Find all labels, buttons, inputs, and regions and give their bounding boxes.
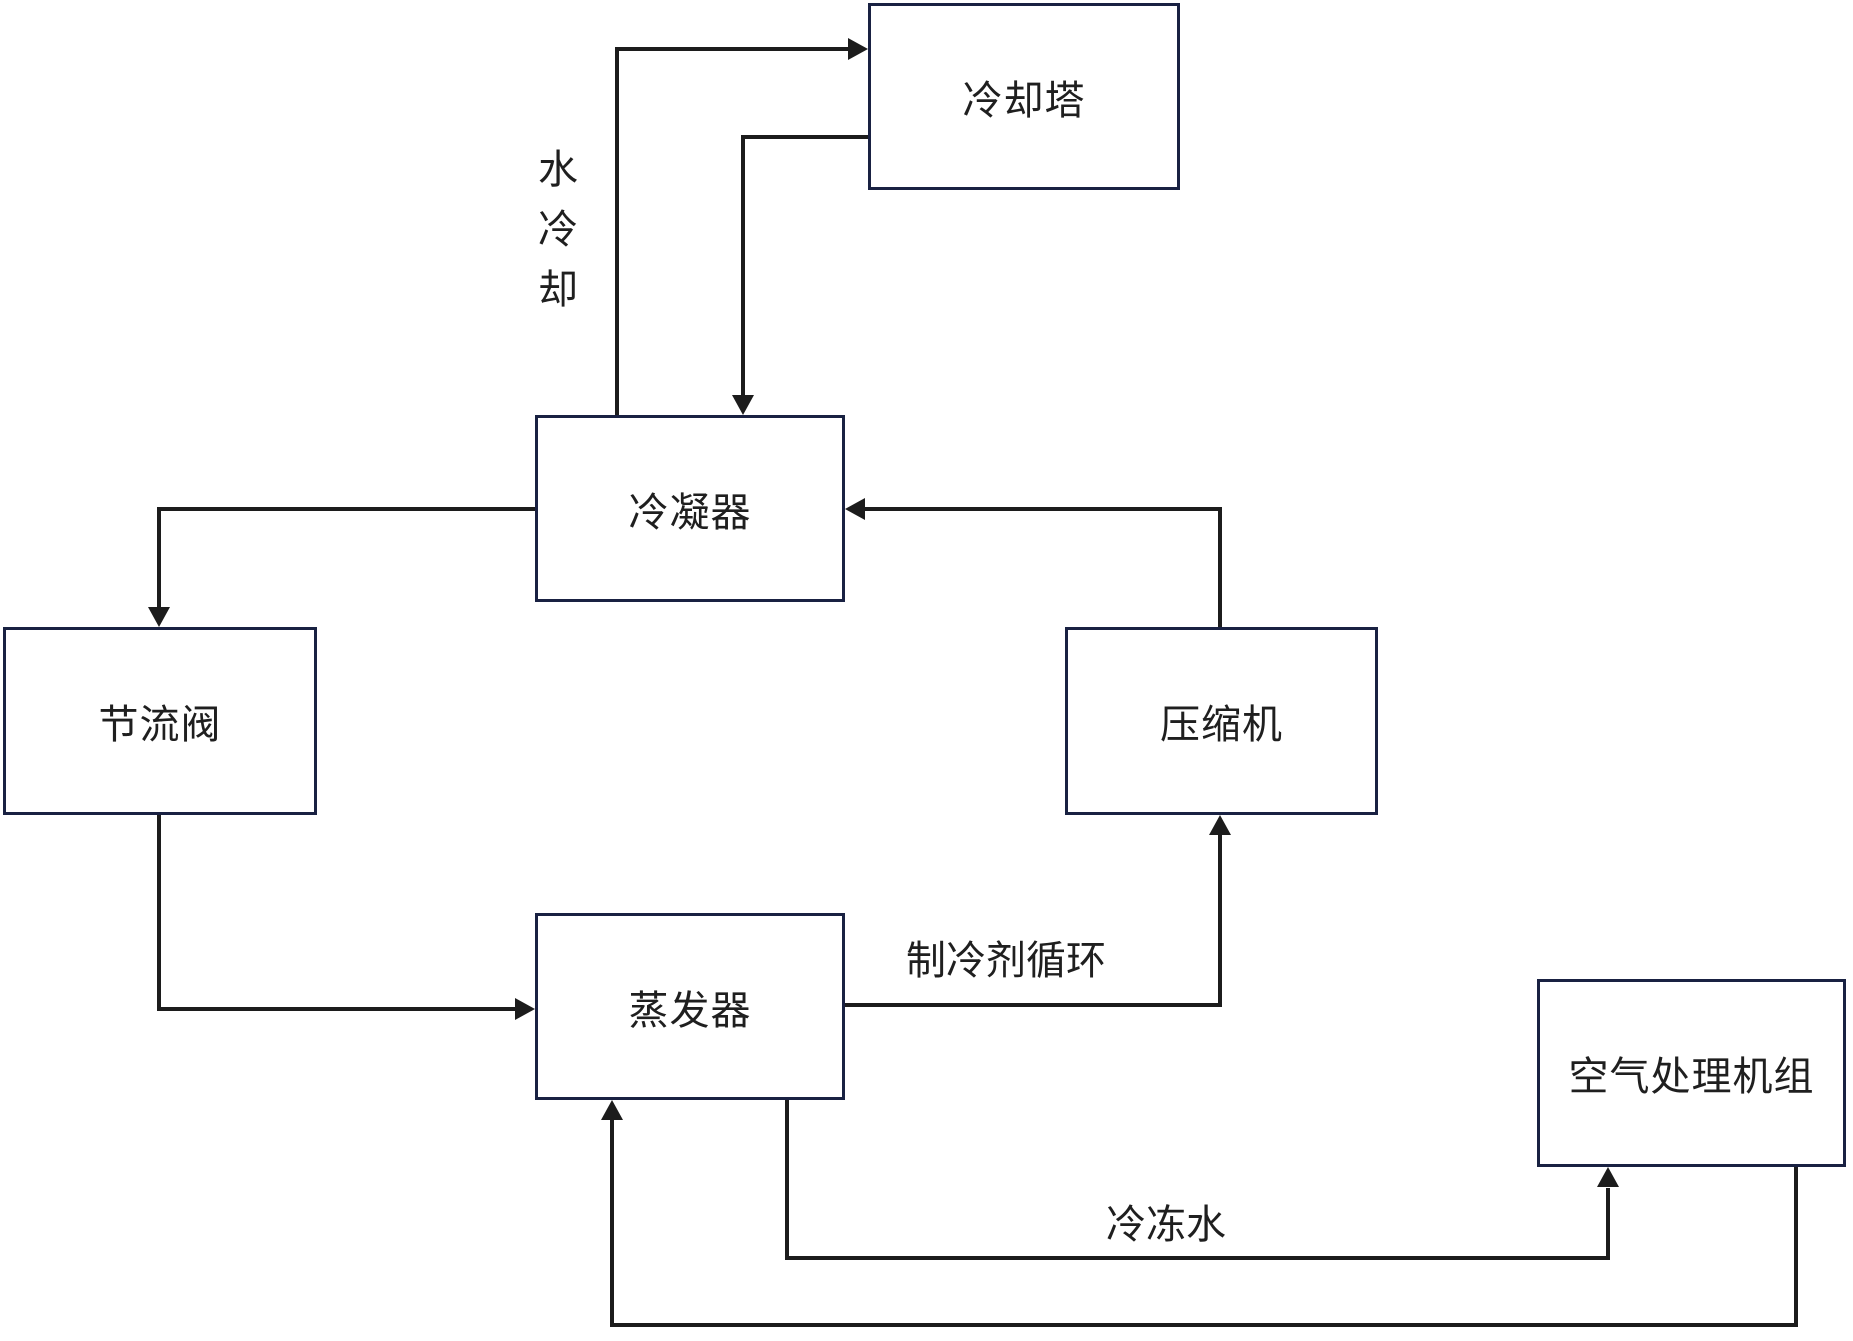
arrowhead-into-throttle-valve xyxy=(148,607,170,627)
node-condenser: 冷凝器 xyxy=(535,415,845,602)
arrowhead-into-compressor xyxy=(1209,815,1231,835)
edge-compressor-condenser-horizontal xyxy=(865,507,1222,511)
edge-chilled-supply-vertical2 xyxy=(1606,1188,1610,1260)
node-compressor: 压缩机 xyxy=(1065,627,1378,815)
edge-condenser-throttle-horizontal xyxy=(157,507,535,511)
edge-refrigerant-vertical xyxy=(1218,835,1222,1007)
edge-label-chilled-water: 冷冻水 xyxy=(1106,1203,1226,1247)
edge-refrigerant-horizontal xyxy=(845,1003,1222,1007)
node-air-handling-unit-label: 空气处理机组 xyxy=(1568,1055,1815,1099)
edge-water-return-vertical xyxy=(741,135,745,395)
edge-water-out-vertical xyxy=(615,47,619,417)
node-cooling-tower-label: 冷却塔 xyxy=(962,78,1086,123)
arrowhead-into-ahu xyxy=(1597,1167,1619,1187)
edge-chilled-supply-horizontal xyxy=(785,1256,1610,1260)
arrowhead-into-condenser-right xyxy=(845,498,865,520)
edge-label-water-cooling: 水冷却 xyxy=(538,148,578,312)
edge-throttle-evaporator-horizontal xyxy=(157,1007,515,1011)
edge-throttle-evaporator-vertical xyxy=(157,815,161,1011)
edge-water-out-horizontal xyxy=(615,47,848,51)
node-evaporator: 蒸发器 xyxy=(535,913,845,1100)
arrowhead-into-evaporator-bottom xyxy=(601,1100,623,1120)
node-cooling-tower: 冷却塔 xyxy=(868,3,1180,190)
node-condenser-label: 冷凝器 xyxy=(628,490,752,535)
node-throttle-valve: 节流阀 xyxy=(3,627,317,815)
node-evaporator-label: 蒸发器 xyxy=(628,988,752,1033)
node-air-handling-unit: 空气处理机组 xyxy=(1537,979,1846,1167)
edge-compressor-condenser-vertical xyxy=(1218,507,1222,627)
edge-chilled-supply-vertical1 xyxy=(785,1100,789,1258)
edge-chilled-return-vertical1 xyxy=(1794,1167,1798,1325)
node-throttle-valve-label: 节流阀 xyxy=(98,703,222,747)
edge-water-return-horizontal xyxy=(741,135,868,139)
edge-chilled-return-horizontal xyxy=(610,1323,1798,1327)
edge-condenser-throttle-vertical xyxy=(157,507,161,607)
arrowhead-into-evaporator-left xyxy=(515,998,535,1020)
node-compressor-label: 压缩机 xyxy=(1160,703,1283,747)
edge-label-refrigerant-cycle: 制冷剂循环 xyxy=(906,939,1106,983)
arrowhead-into-condenser-top xyxy=(732,395,754,415)
arrowhead-into-cooling-tower xyxy=(848,38,868,60)
edge-chilled-return-vertical2 xyxy=(610,1120,614,1327)
